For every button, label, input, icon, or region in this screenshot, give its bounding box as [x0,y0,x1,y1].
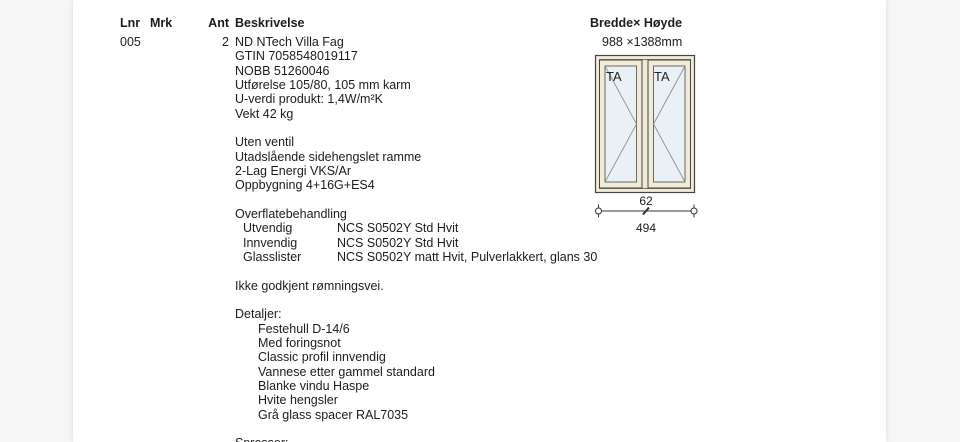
surface-row-label: Glasslister [243,249,302,264]
dimension-end-marker [595,207,602,215]
surface-treatment-heading: Overflatebehandling [235,206,347,221]
detail-item: Med foringsnot [258,335,341,350]
surface-row-value: NCS S0502Y matt Hvit, Pulverlakkert, gla… [337,249,598,264]
dimension-label-mullion: 62 [639,194,653,208]
surface-row-label: Innvendig [243,235,298,250]
right-sash-glass [653,65,686,183]
next-section-heading-truncated: Sprosser: [235,436,597,442]
spec-line: Uten ventil [235,135,295,150]
detail-item: Hvite hengsler [258,393,338,408]
item-ant: 2 [222,35,229,49]
description-line: Utførelse 105/80, 105 mm karm [235,77,411,92]
surface-row-value: NCS S0502Y Std Hvit [337,221,459,236]
column-header-ant: Ant [208,16,229,30]
spec-line: Oppbygning 4+16G+ES4 [235,178,375,193]
dimension-end-marker [690,207,698,215]
right-sash-opening-line [653,65,686,125]
column-header-mrk: Mrk [150,16,173,30]
left-sash-opening-line [604,65,637,125]
window-elevation-drawing: TA TA 62 494 [594,54,698,235]
detail-item: Vannese etter gammel standard [258,364,435,379]
details-heading: Detaljer: [235,307,282,322]
column-header-dimensions: Bredde× Høyde [590,16,683,30]
detail-item: Festehull D-14/6 [258,321,350,336]
detail-item: Blanke vindu Haspe [258,378,370,393]
spec-line: Utadslående sidehengslet ramme [235,149,422,164]
left-pane-label: TA [606,69,622,84]
column-header-lnr: Lnr [120,16,141,30]
document-page: Lnr Mrk Ant Beskrivelse Bredde× Høyde 00… [73,0,886,442]
item-lnr: 005 [120,35,141,49]
detail-item: Grå glass spacer RAL7035 [258,407,409,422]
surface-row-value: NCS S0502Y Std Hvit [337,235,459,250]
surface-treatment-row: Glasslister NCS S0502Y matt Hvit, Pulverl… [235,250,597,264]
right-sash-opening-line [653,123,686,183]
surface-row-label: Utvendig [243,221,293,236]
item-description: ND NTech Villa Fag GTIN 7058548019117 NO… [235,35,597,442]
description-line: Vekt 42 kg [235,106,294,121]
surface-treatment-row: Innvendig NCS S0502Y Std Hvit [235,236,597,250]
item-title: ND NTech Villa Fag [235,35,344,49]
column-header-beskrivelse: Beskrivelse [235,16,305,30]
surface-treatment-row: Utvendig NCS S0502Y Std Hvit [235,221,597,235]
spec-line: 2-Lag Energi VKS/Ar [235,163,352,178]
dimension-label-sash-width: 494 [636,221,656,235]
description-line: GTIN 7058548019117 [235,49,358,64]
description-line: NOBB 51260046 [235,63,330,78]
dimension-center-tick [642,206,650,216]
item-dimensions: 988 ×1388mm [602,35,683,49]
detail-item: Classic profil innvendig [258,350,386,365]
right-pane-label: TA [654,69,670,84]
description-line: U-verdi produkt: 1,4W/m²K [235,92,383,107]
escape-route-note: Ikke godkjent rømningsvei. [235,278,384,293]
left-sash-opening-line [604,123,637,183]
